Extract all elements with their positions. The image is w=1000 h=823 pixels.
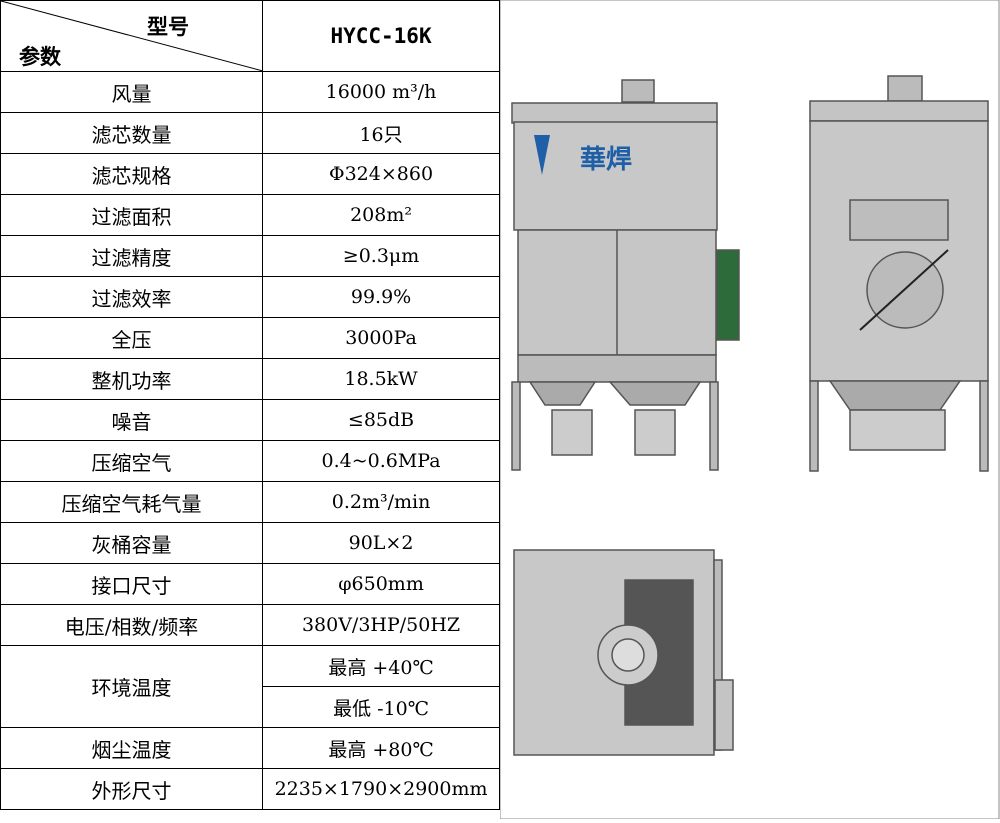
param-value: 90L×2	[262, 522, 500, 564]
table-row: 过滤精度≥0.3μm	[0, 235, 500, 277]
param-name: 压缩空气耗气量	[0, 481, 264, 523]
table-row: 最低 -10℃	[1, 686, 500, 728]
param-value: 最高 +40℃	[262, 645, 500, 687]
param-name: 过滤精度	[0, 235, 264, 277]
param-name: 电压/相数/频率	[0, 604, 264, 646]
model-name: HYCC-16K	[262, 0, 500, 72]
table-row: 烟尘温度最高 +80℃	[0, 727, 500, 769]
param-value: 208m²	[262, 194, 500, 236]
param-value: ≤85dB	[262, 399, 500, 441]
side-view	[809, 75, 989, 472]
param-name: 烟尘温度	[0, 727, 264, 769]
table-row: 噪音≤85dB	[0, 399, 500, 441]
param-name: 全压	[0, 317, 264, 359]
front-view	[511, 79, 740, 471]
model-label: 型号	[147, 14, 189, 39]
param-value: 0.4~0.6MPa	[262, 440, 500, 482]
param-name: 滤芯数量	[0, 112, 264, 154]
param-value: 18.5kW	[262, 358, 500, 400]
param-name: 噪音	[0, 399, 264, 441]
brand-logo-text: 華焊	[580, 145, 632, 175]
param-name: 外形尺寸	[0, 768, 264, 810]
param-name: 接口尺寸	[0, 563, 264, 605]
param-value: 2235×1790×2900mm	[262, 768, 500, 810]
param-value: 16000 m³/h	[262, 71, 500, 113]
param-name: 过滤效率	[0, 276, 264, 318]
param-value: 380V/3HP/50HZ	[262, 604, 500, 646]
param-value: 99.9%	[262, 276, 500, 318]
table-row: 环境温度最高 +40℃	[0, 645, 500, 728]
param-name: 风量	[0, 71, 264, 113]
param-name: 整机功率	[0, 358, 264, 400]
param-value: Φ324×860	[262, 153, 500, 195]
product-images: 華焊	[499, 0, 1000, 820]
param-name: 滤芯规格	[0, 153, 264, 195]
param-name: 压缩空气	[0, 440, 264, 482]
param-value: ≥0.3μm	[262, 235, 500, 277]
param-name: 环境温度	[0, 645, 264, 728]
brand-logo: 華焊	[534, 135, 632, 175]
param-value: φ650mm	[262, 563, 500, 605]
param-value: 最低 -10℃	[262, 686, 500, 728]
param-name: 灰桶容量	[0, 522, 264, 564]
param-value: 3000Pa	[262, 317, 500, 359]
param-value: 0.2m³/min	[262, 481, 500, 523]
param-label: 参数	[19, 44, 61, 69]
param-value: 16只	[262, 112, 500, 154]
param-value: 最高 +80℃	[262, 727, 500, 769]
header-diagonal-cell: 型号 参数	[0, 0, 264, 72]
param-name: 过滤面积	[0, 194, 264, 236]
machine-drawings: 華焊	[499, 0, 1000, 820]
diagonal-line	[1, 1, 263, 71]
top-view	[513, 549, 734, 756]
